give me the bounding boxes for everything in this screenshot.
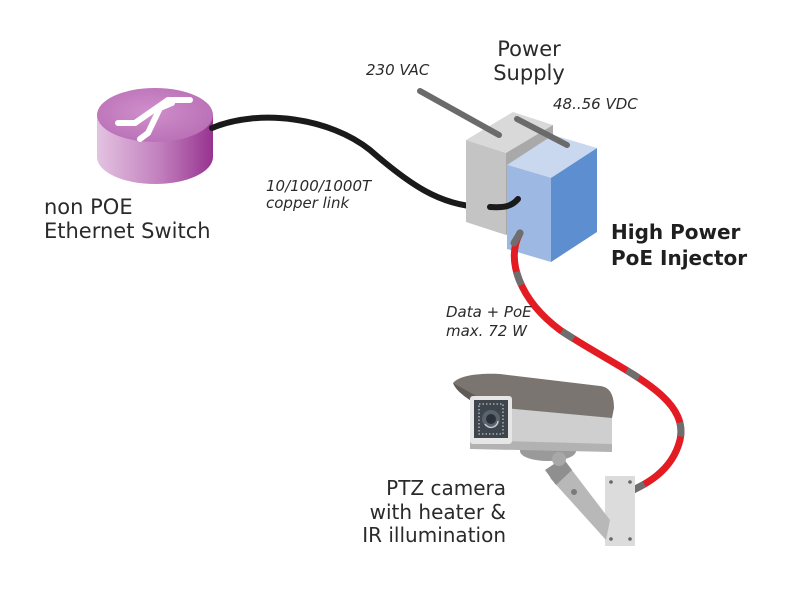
copper-link-label-line1: 10/100/1000T [266, 177, 372, 195]
dc-power-cord [514, 116, 570, 148]
camera-label-line1: PTZ camera [386, 476, 506, 500]
power-supply-label: Power Supply [484, 37, 574, 85]
ac-input-label: 230 VAC [366, 61, 430, 79]
switch-label-line2: Ethernet Switch [44, 218, 211, 243]
poe-cable [510, 229, 685, 504]
camera-label: PTZ camera with heater & IR illumination [340, 476, 506, 548]
ptz-camera [453, 373, 635, 546]
copper-link-label-line2: copper link [266, 193, 350, 212]
injector-label: High Power PoE Injector [611, 219, 747, 271]
switch-arrows-icon [115, 97, 193, 142]
poe-link-label: Data + PoE max. 72 W [446, 303, 532, 341]
wall-mount-plate [605, 476, 635, 546]
injector-label-line2: PoE Injector [611, 246, 748, 270]
camera-label-line3: IR illumination [362, 523, 506, 548]
switch-label: non POE Ethernet Switch [44, 195, 211, 243]
power-supply-label-line1: Power [497, 37, 561, 61]
switch-label-line1: non POE [44, 195, 133, 219]
poe-link-label-line2: max. 72 W [446, 321, 527, 340]
ethernet-switch [97, 88, 213, 184]
injector-label-line1: High Power [611, 220, 741, 244]
poe-link-label-line1: Data + PoE [446, 303, 532, 321]
camera-label-line2: with heater & [369, 499, 506, 524]
ac-power-cord [417, 88, 502, 138]
dc-output-label: 48..56 VDC [553, 95, 638, 113]
copper-link-label: 10/100/1000T copper link [266, 178, 371, 212]
power-supply-label-line2: Supply [493, 60, 565, 85]
